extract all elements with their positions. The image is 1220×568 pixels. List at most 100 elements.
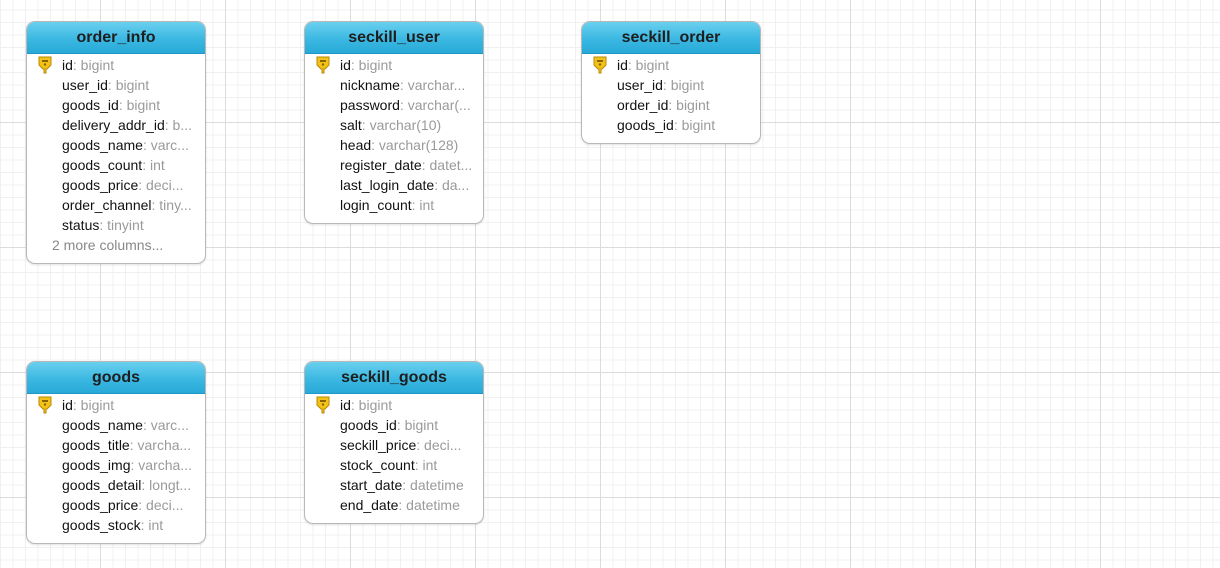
table-title[interactable]: seckill_user [305,22,483,54]
column-type: b... [168,117,192,133]
column-name: goods_stock [62,517,141,533]
column-name: register_date [340,157,422,173]
column-name: password [340,97,400,113]
column-type: int [415,197,435,213]
column-type: da... [438,177,470,193]
column-type: varchar... [403,77,466,93]
column-row[interactable]: goods_name: varc... [27,415,205,435]
column-row[interactable]: goods_count: int [27,155,205,175]
column-row[interactable]: user_id: bigint [582,75,760,95]
column-type: int [418,457,438,473]
column-row-primary-key[interactable]: id: bigint [305,395,483,415]
primary-key-icon [316,56,330,74]
column-name: login_count [340,197,412,213]
column-name: id [340,57,351,73]
column-row-primary-key[interactable]: id: bigint [27,395,205,415]
column-name: id [62,57,73,73]
column-row[interactable]: end_date: datetime [305,495,483,515]
column-type: longt... [145,477,192,493]
column-row[interactable]: nickname: varchar... [305,75,483,95]
column-name: delivery_addr_id [62,117,165,133]
column-type: bigint [354,57,393,73]
table-title[interactable]: goods [27,362,205,394]
column-row[interactable]: goods_id: bigint [27,95,205,115]
column-type: datet... [425,157,473,173]
column-row[interactable]: goods_title: varcha... [27,435,205,455]
primary-key-icon [316,396,330,414]
column-type: deci... [420,437,462,453]
column-type: deci... [142,497,184,513]
column-row[interactable]: salt: varchar(10) [305,115,483,135]
column-type: varcha... [134,457,192,473]
column-type: varchar(10) [365,117,442,133]
column-row[interactable]: goods_price: deci... [27,175,205,195]
column-name: goods_title [62,437,130,453]
column-type: int [144,517,164,533]
column-row[interactable]: head: varchar(128) [305,135,483,155]
column-type: bigint [677,117,716,133]
column-type: datetime [402,497,460,513]
column-type: varcha... [133,437,192,453]
column-type: varchar(... [403,97,471,113]
column-row[interactable]: start_date: datetime [305,475,483,495]
column-row[interactable]: password: varchar(... [305,95,483,115]
column-name: salt [340,117,362,133]
column-row[interactable]: order_channel: tiny... [27,195,205,215]
column-row[interactable]: stock_count: int [305,455,483,475]
column-row[interactable]: goods_id: bigint [305,415,483,435]
column-name: status [62,217,100,233]
column-name: goods_detail [62,477,142,493]
column-row[interactable]: user_id: bigint [27,75,205,95]
column-row[interactable]: register_date: datet... [305,155,483,175]
column-row[interactable]: goods_img: varcha... [27,455,205,475]
column-name: end_date [340,497,399,513]
column-row[interactable]: seckill_price: deci... [305,435,483,455]
column-name: goods_id [617,117,674,133]
column-row[interactable]: delivery_addr_id: b... [27,115,205,135]
column-type: bigint [666,77,705,93]
column-row[interactable]: goods_price: deci... [27,495,205,515]
table-title[interactable]: seckill_order [582,22,760,54]
column-name: nickname [340,77,400,93]
column-type: deci... [142,177,184,193]
column-row[interactable]: login_count: int [305,195,483,215]
column-type: bigint [76,397,115,413]
column-name: order_id [617,97,669,113]
column-name: goods_img [62,457,131,473]
column-type: datetime [406,477,464,493]
column-row[interactable]: last_login_date: da... [305,175,483,195]
column-row[interactable]: goods_name: varc... [27,135,205,155]
column-name: order_channel [62,197,152,213]
column-row-primary-key[interactable]: id: bigint [305,55,483,75]
column-row[interactable]: order_id: bigint [582,95,760,115]
column-row[interactable]: goods_id: bigint [582,115,760,135]
more-columns-link[interactable]: 2 more columns... [52,237,164,253]
table-title[interactable]: seckill_goods [305,362,483,394]
column-type: bigint [354,397,393,413]
primary-key-icon [38,56,52,74]
column-type: bigint [111,77,150,93]
column-name: last_login_date [340,177,435,193]
column-type: bigint [672,97,710,113]
column-row-primary-key[interactable]: id: bigint [582,55,760,75]
table-title[interactable]: order_info [27,22,205,54]
column-type: bigint [400,417,439,433]
column-name: user_id [617,77,663,93]
column-row[interactable]: goods_stock: int [27,515,205,535]
column-name: goods_name [62,137,143,153]
column-row[interactable]: status: tinyint [27,215,205,235]
column-name: head [340,137,372,153]
primary-key-icon [593,56,607,74]
column-row[interactable]: goods_detail: longt... [27,475,205,495]
column-name: goods_price [62,497,139,513]
column-name: id [617,57,628,73]
column-row-primary-key[interactable]: id: bigint [27,55,205,75]
